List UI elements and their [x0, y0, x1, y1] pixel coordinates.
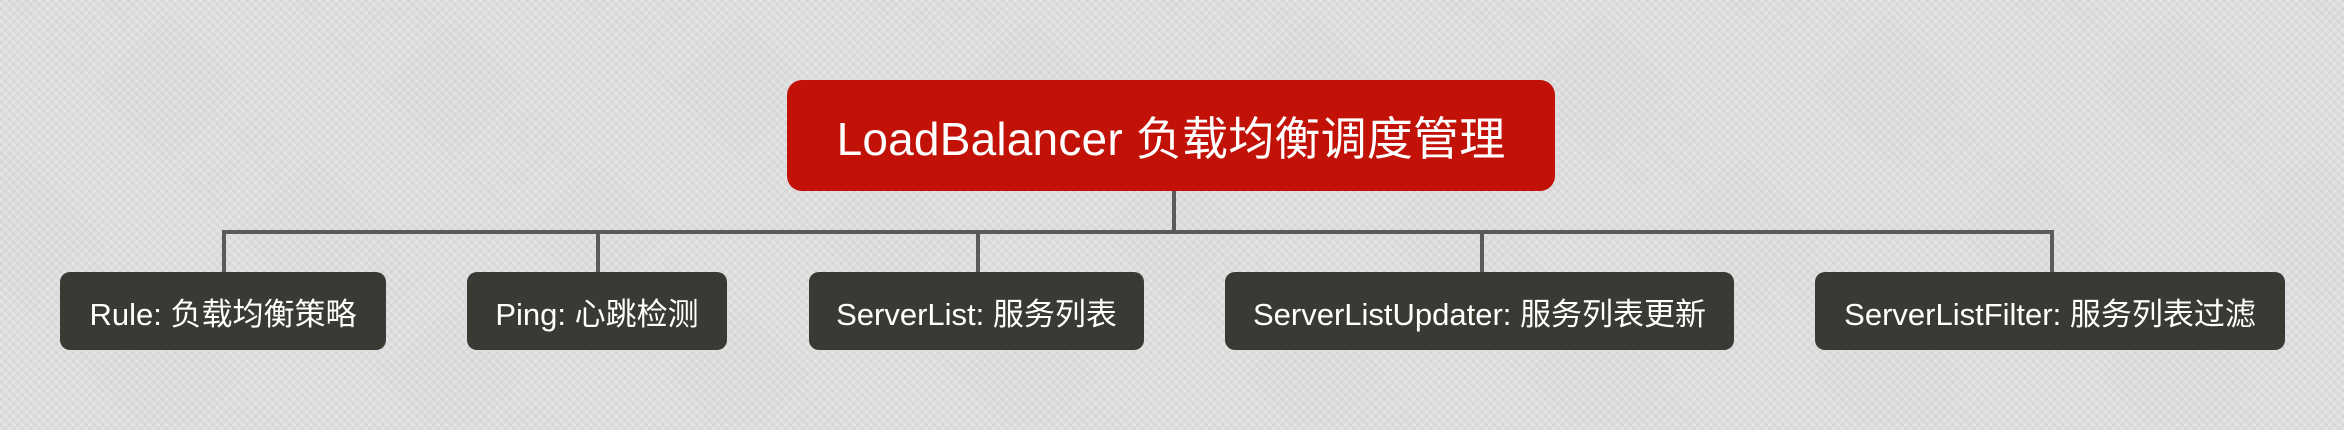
child-node-serverlist[interactable]: ServerList: 服务列表 [809, 272, 1144, 350]
child-node-label: Ping: 心跳检测 [495, 296, 699, 332]
child-node-label: ServerList: 服务列表 [836, 296, 1117, 332]
root-node-label: LoadBalancer 负载均衡调度管理 [836, 112, 1506, 165]
child-node-serverlistupdater[interactable]: ServerListUpdater: 服务列表更新 [1225, 272, 1734, 350]
child-node-label: ServerListFilter: 服务列表过滤 [1844, 296, 2256, 332]
child-node-label: Rule: 负载均衡策略 [89, 296, 357, 332]
child-node-label: ServerListUpdater: 服务列表更新 [1252, 296, 1707, 332]
child-node-rule[interactable]: Rule: 负载均衡策略 [60, 272, 386, 350]
child-node-serverlistfilter[interactable]: ServerListFilter: 服务列表过滤 [1815, 272, 2285, 350]
root-node-loadbalancer[interactable]: LoadBalancer 负载均衡调度管理 [787, 80, 1555, 191]
child-node-ping[interactable]: Ping: 心跳检测 [467, 272, 727, 350]
